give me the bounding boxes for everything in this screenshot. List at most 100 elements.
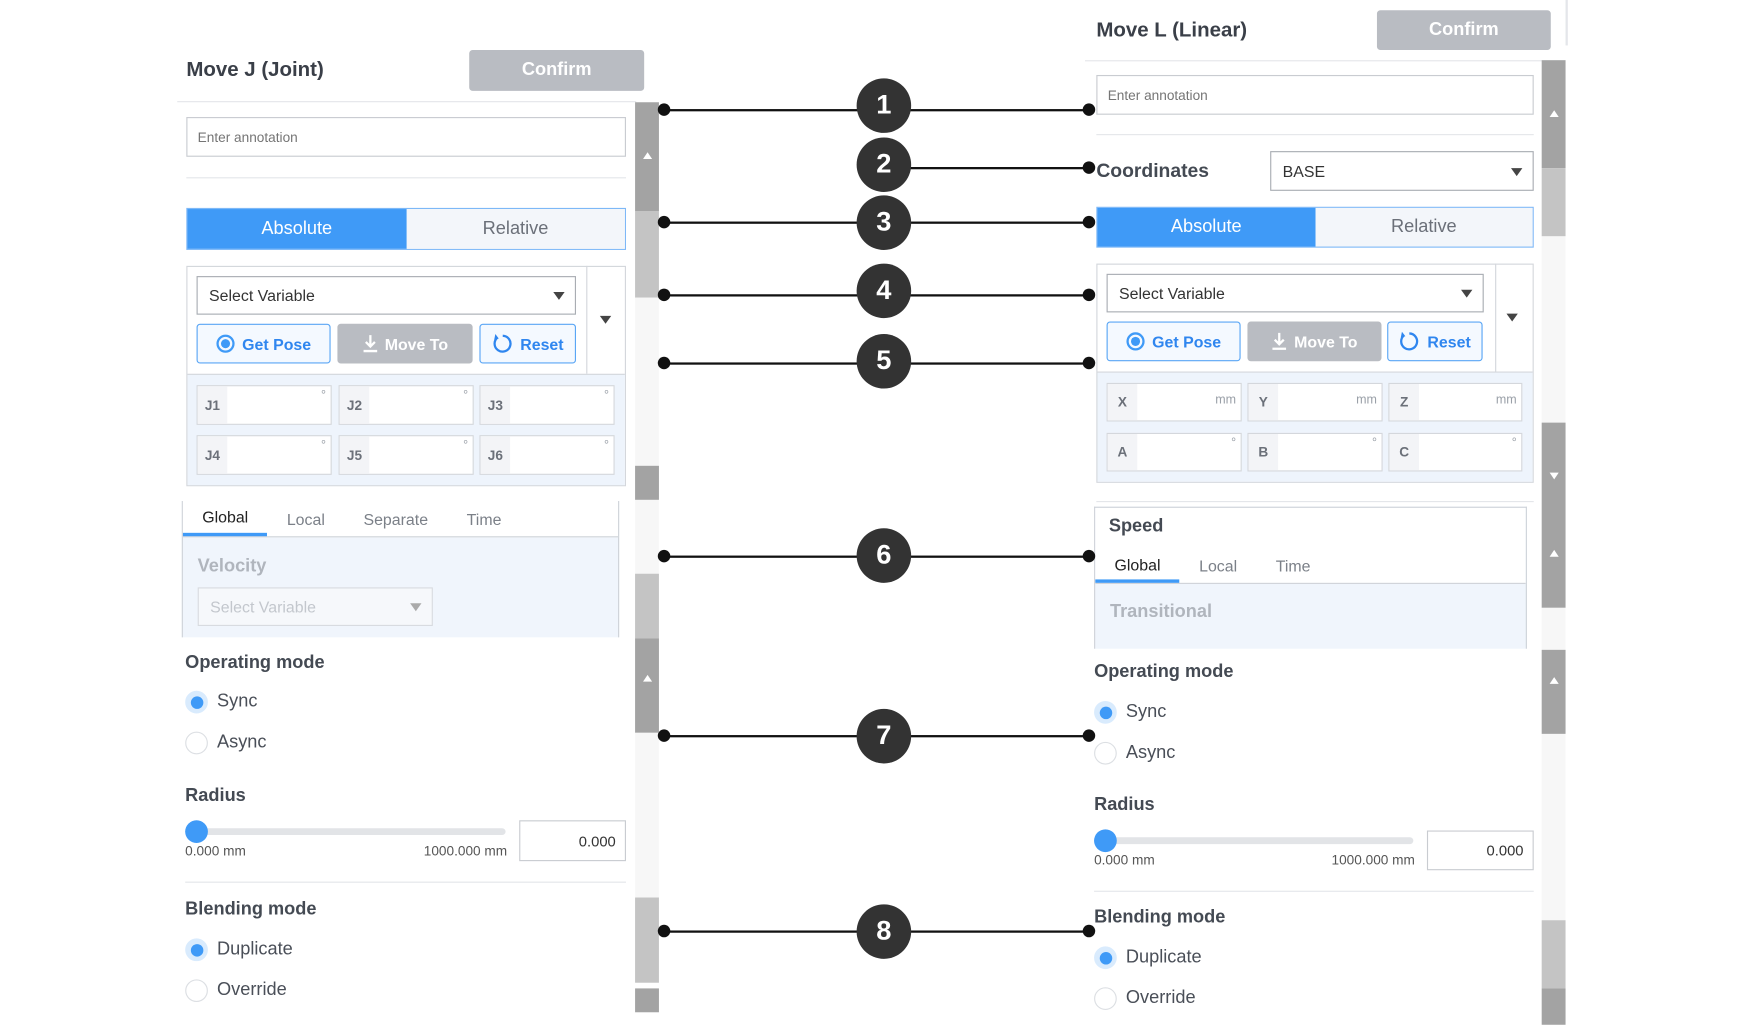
callout-dot: [1082, 356, 1096, 370]
expand-caret-icon[interactable]: [599, 315, 612, 324]
annotation-input[interactable]: [186, 117, 626, 157]
unit-label: °: [321, 388, 327, 403]
move-to-label: Move To: [1294, 332, 1358, 351]
tab-time[interactable]: Time: [1275, 556, 1311, 575]
joint-field-j2[interactable]: J2 °: [338, 385, 474, 425]
joint-label: J3: [480, 386, 511, 424]
relative-tab[interactable]: Relative: [406, 209, 625, 249]
tab-time[interactable]: Time: [466, 509, 502, 528]
absolute-relative-toggle: Absolute Relative: [186, 207, 626, 250]
scroll-up-icon[interactable]: [1549, 110, 1559, 118]
radius-input[interactable]: 0.000: [519, 820, 626, 862]
radio-label: Async: [1125, 743, 1176, 763]
radio-duplicate[interactable]: Duplicate: [1094, 946, 1202, 970]
reset-label: Reset: [520, 334, 564, 353]
radio-label: Async: [216, 732, 267, 753]
target-icon: [216, 334, 235, 353]
select-variable-dropdown[interactable]: Select Variable: [1106, 273, 1484, 313]
radio-unchecked-icon: [185, 731, 208, 755]
radio-override[interactable]: Override: [1094, 987, 1196, 1010]
select-variable-dropdown[interactable]: Select Variable: [196, 276, 577, 315]
tab-global[interactable]: Global: [182, 501, 268, 537]
radio-sync[interactable]: Sync: [185, 690, 257, 714]
radio-label: Override: [216, 980, 287, 1000]
scroll-up-icon[interactable]: [642, 152, 652, 160]
radius-slider-track[interactable]: [1094, 837, 1414, 845]
scroll-up-icon[interactable]: [1549, 677, 1559, 684]
scroll-down-icon[interactable]: [1549, 472, 1559, 480]
unit-label: mm: [1495, 393, 1517, 407]
callout-dot: [1082, 215, 1096, 229]
divider: [1094, 890, 1534, 892]
tab-local[interactable]: Local: [286, 509, 325, 528]
get-pose-button[interactable]: Get Pose: [196, 323, 331, 364]
relative-tab[interactable]: Relative: [1315, 207, 1533, 247]
speed-tabs: Global Local Time: [1095, 549, 1526, 584]
radio-sync[interactable]: Sync: [1094, 700, 1167, 724]
velocity-select-value: Select Variable: [210, 597, 316, 616]
velocity-dropdown[interactable]: Select Variable: [197, 587, 433, 626]
radius-label: Radius: [185, 786, 246, 806]
confirm-button[interactable]: Confirm: [469, 49, 645, 91]
tab-separate[interactable]: Separate: [363, 509, 429, 528]
absolute-tab[interactable]: Absolute: [1097, 207, 1316, 247]
axis-field-b[interactable]: B°: [1247, 432, 1383, 472]
radio-unchecked-icon: [1094, 741, 1117, 765]
scroll-up-icon[interactable]: [642, 674, 652, 682]
tab-local[interactable]: Local: [1199, 556, 1238, 575]
unit-label: °: [1511, 436, 1517, 450]
callout-number: 3: [856, 195, 912, 250]
radius-max-label: 1000.000 mm: [423, 842, 508, 859]
callout-number: 4: [856, 263, 912, 319]
radio-override[interactable]: Override: [185, 979, 287, 1003]
radius-input[interactable]: 0.000: [1426, 830, 1534, 871]
axis-field-a[interactable]: A°: [1106, 432, 1242, 472]
callout-number: 8: [856, 904, 912, 959]
joint-field-j3[interactable]: J3 °: [479, 385, 615, 425]
radius-slider-track[interactable]: [185, 828, 506, 836]
reset-button[interactable]: Reset: [1387, 321, 1483, 362]
radius-min-label: 0.000 mm: [185, 842, 246, 859]
joint-field-j5[interactable]: J5°: [338, 435, 474, 475]
move-to-button[interactable]: Move To: [1247, 321, 1382, 362]
radio-async[interactable]: Async: [185, 731, 267, 755]
confirm-button[interactable]: Confirm: [1376, 10, 1551, 50]
radio-label: Sync: [1125, 702, 1167, 722]
radio-duplicate[interactable]: Duplicate: [185, 938, 293, 962]
radio-async[interactable]: Async: [1094, 741, 1176, 765]
callout-dot: [1082, 729, 1096, 742]
axis-field-c[interactable]: C°: [1388, 432, 1523, 472]
annotation-input[interactable]: [1096, 74, 1534, 115]
joint-label: J1: [197, 386, 228, 424]
callout-dot: [1082, 288, 1096, 302]
divider: [185, 881, 626, 883]
coordinates-dropdown[interactable]: BASE: [1270, 151, 1534, 191]
radius-min-label: 0.000 mm: [1094, 852, 1155, 868]
radius-slider-thumb[interactable]: [185, 820, 208, 843]
axis-label: Z: [1389, 384, 1419, 421]
tab-global[interactable]: Global: [1095, 549, 1180, 583]
joint-field-j1[interactable]: J1 °: [196, 385, 332, 425]
joint-field-j4[interactable]: J4°: [196, 435, 332, 475]
get-pose-button[interactable]: Get Pose: [1106, 321, 1241, 362]
download-icon: [1272, 332, 1287, 350]
callout-dot: [657, 549, 671, 563]
unit-label: mm: [1356, 393, 1377, 407]
unit-label: °: [603, 388, 609, 403]
joint-label: J6: [480, 436, 511, 474]
move-to-button[interactable]: Move To: [337, 323, 473, 364]
reset-button[interactable]: Reset: [479, 323, 577, 364]
unit-label: °: [463, 388, 469, 403]
joint-label: J2: [339, 386, 370, 424]
speed-label: Speed: [1108, 516, 1164, 537]
joint-field-j6[interactable]: J6°: [479, 435, 615, 475]
divider: [1495, 263, 1497, 372]
radius-slider-thumb[interactable]: [1094, 829, 1117, 853]
callout-dot: [657, 103, 671, 116]
expand-caret-icon[interactable]: [1506, 313, 1518, 322]
absolute-tab[interactable]: Absolute: [187, 209, 407, 249]
scroll-up-icon[interactable]: [1549, 549, 1559, 557]
